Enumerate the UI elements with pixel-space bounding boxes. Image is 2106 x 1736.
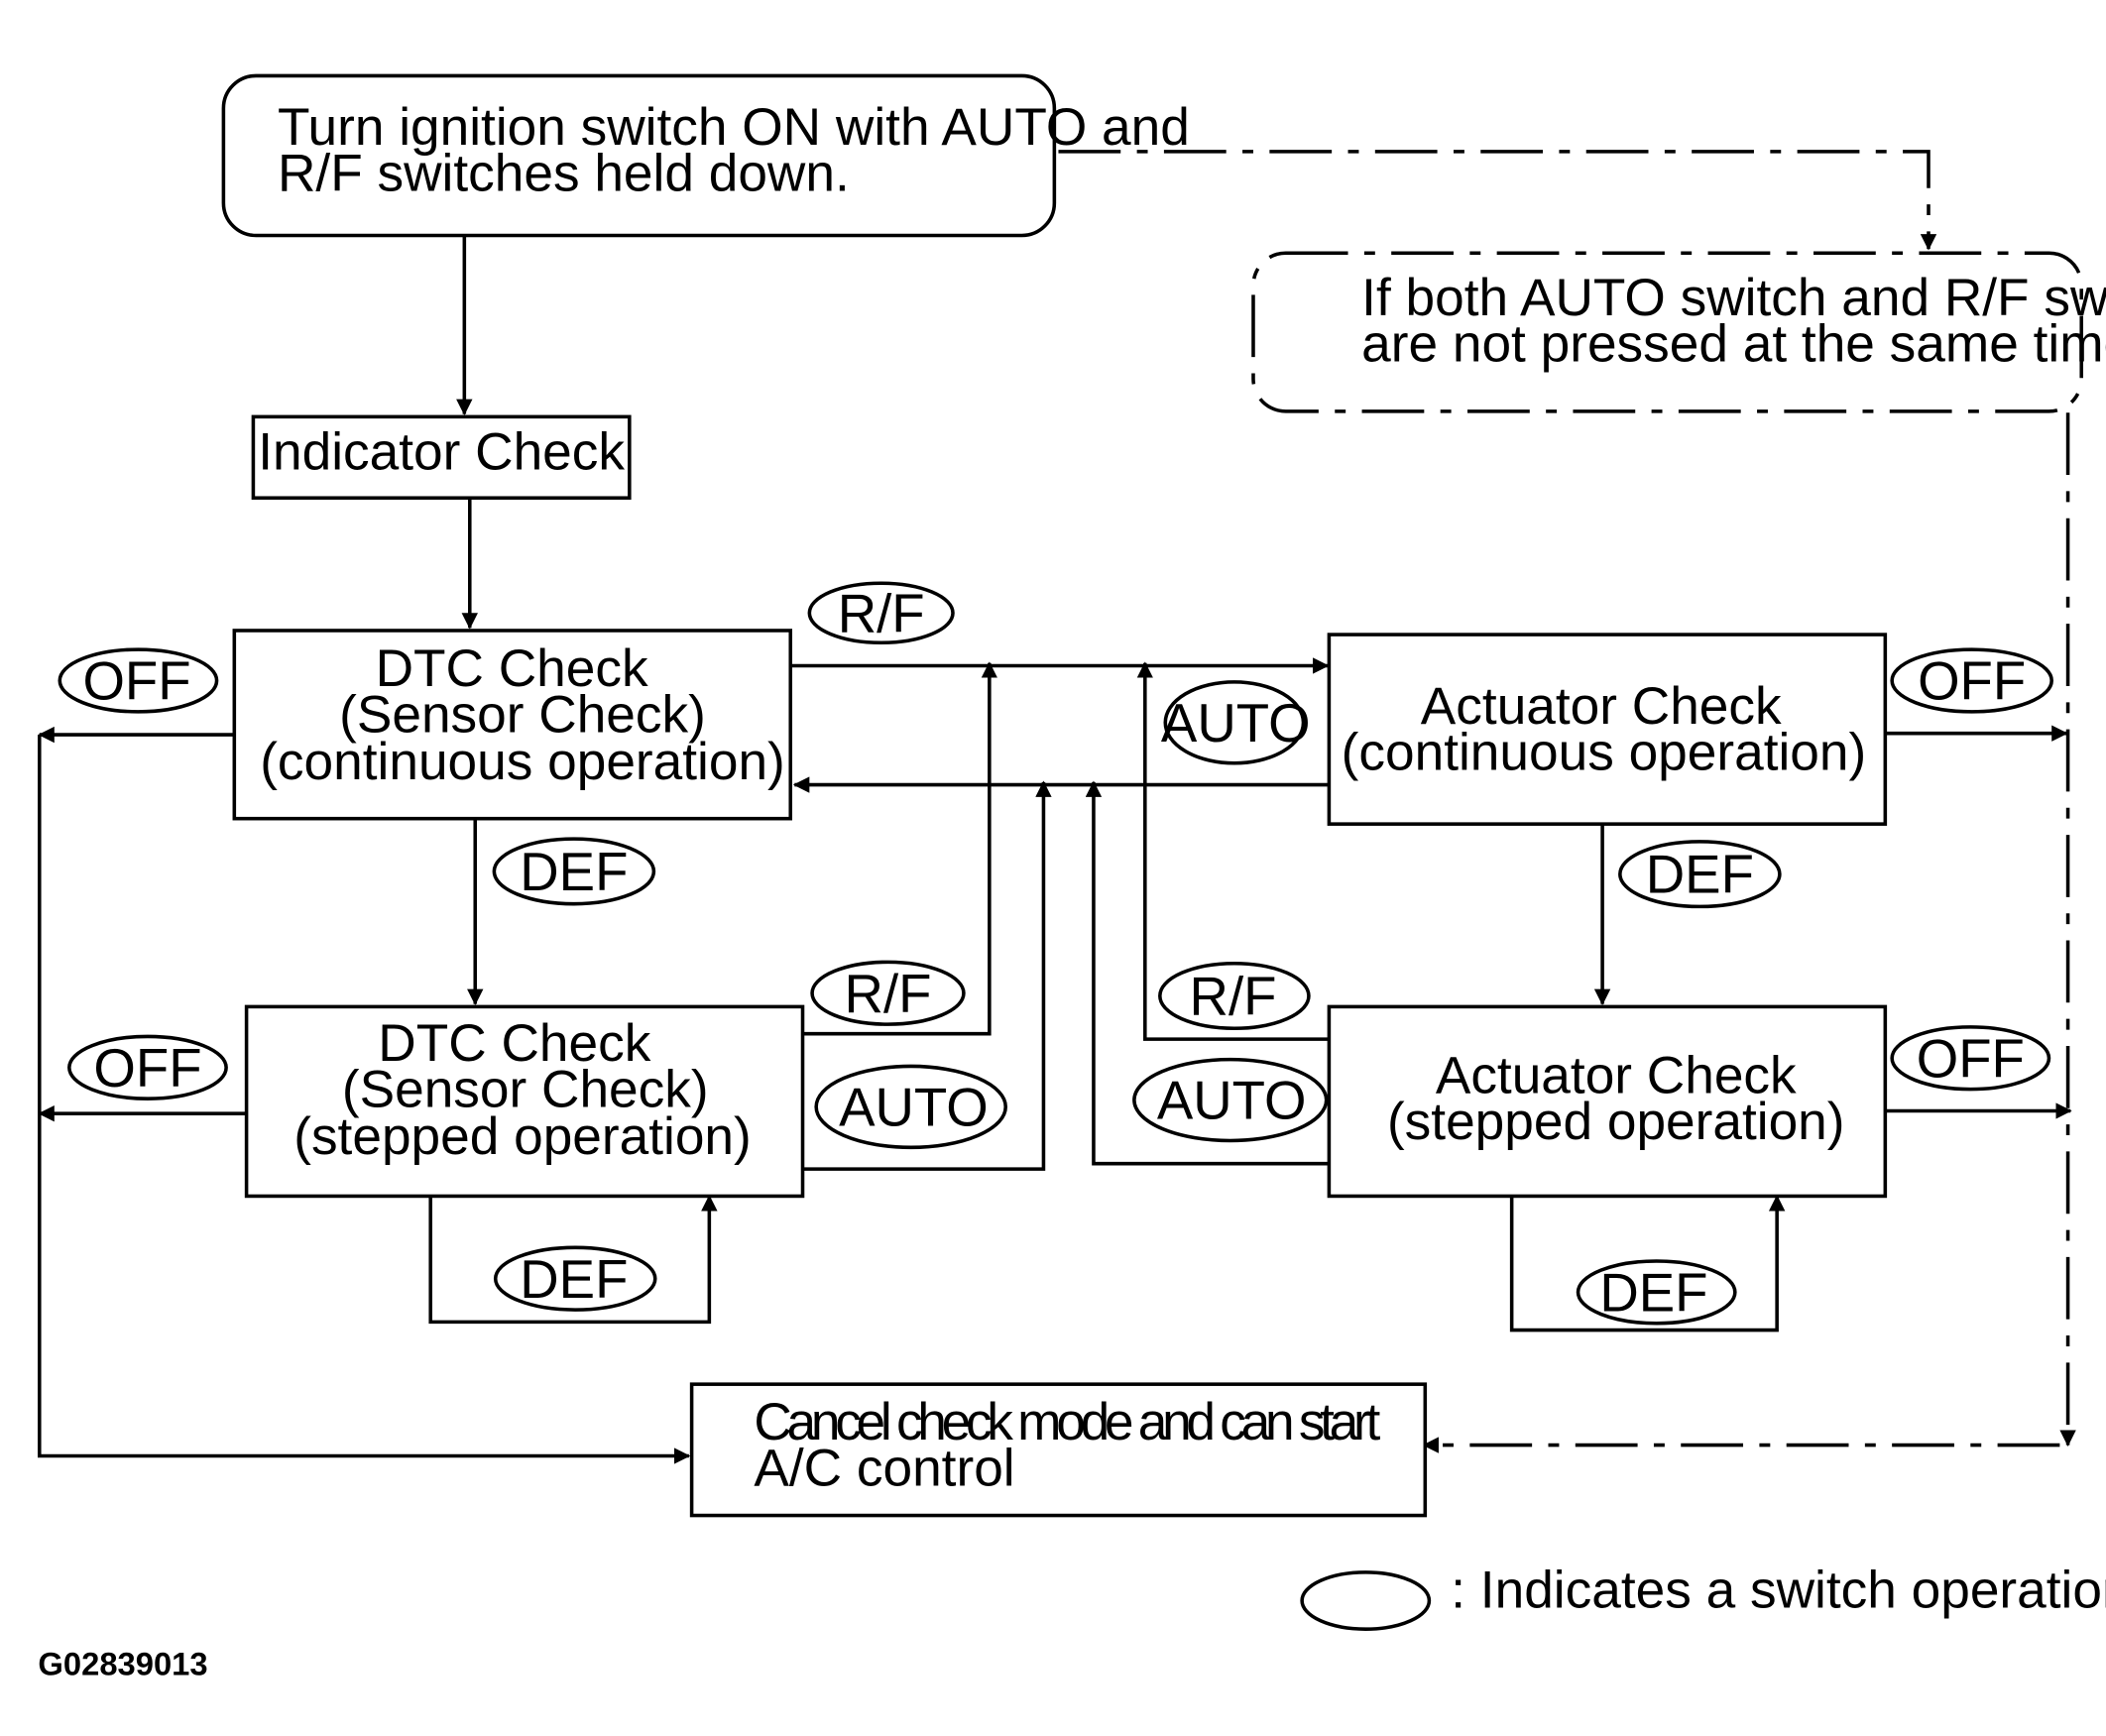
switch-auto-actuator-stepped: AUTO bbox=[1132, 1057, 1329, 1143]
actuator-continuous-line-1: Actuator Check bbox=[1421, 677, 1782, 736]
svg-text:AUTO: AUTO bbox=[839, 1077, 989, 1137]
arrow-left-to-cancel bbox=[38, 735, 691, 1464]
not-pressed-box: If both AUTO switch and R/F switch are n… bbox=[1251, 251, 2106, 413]
cancel-box: Cancel check mode and can start A/C cont… bbox=[689, 1382, 1428, 1518]
start-box-line-1: Turn ignition switch ON with AUTO and bbox=[278, 98, 1190, 157]
arrow-dtc-step-def-loop bbox=[428, 1195, 718, 1325]
legend-oval-icon bbox=[1300, 1570, 1432, 1631]
legend-label: : Indicates a switch operation. bbox=[1451, 1561, 2106, 1619]
svg-text:AUTO: AUTO bbox=[1161, 693, 1311, 753]
svg-text:OFF: OFF bbox=[93, 1038, 201, 1099]
svg-text:OFF: OFF bbox=[1917, 1028, 2025, 1089]
svg-text:OFF: OFF bbox=[1918, 651, 2026, 712]
indicator-check-label: Indicator Check bbox=[258, 423, 625, 482]
switch-def-dtc-stepped: DEF bbox=[493, 1245, 657, 1312]
actuator-stepped-box: Actuator Check (stepped operation) bbox=[1327, 1004, 1888, 1199]
switch-auto-top: AUTO bbox=[1161, 680, 1311, 765]
cancel-line-2: A/C control bbox=[754, 1440, 1014, 1498]
dtc-stepped-line-3: (stepped operation) bbox=[293, 1107, 752, 1166]
svg-text:R/F: R/F bbox=[1190, 967, 1277, 1027]
svg-text:R/F: R/F bbox=[838, 583, 925, 643]
switch-off-dtc-stepped: OFF bbox=[67, 1034, 228, 1100]
svg-text:DEF: DEF bbox=[1599, 1262, 1707, 1323]
switch-off-dtc-continuous: OFF bbox=[58, 647, 219, 714]
arrow-act-step-rf-up bbox=[1136, 661, 1330, 1041]
dtc-stepped-box: DTC Check (Sensor Check) (stepped operat… bbox=[244, 1004, 805, 1199]
dashdot-start-to-not-pressed bbox=[1058, 150, 1937, 251]
arrow-dtc-step-auto-up bbox=[803, 780, 1052, 1171]
indicator-check-box: Indicator Check bbox=[251, 414, 632, 501]
switch-off-actuator-continuous: OFF bbox=[1890, 647, 2053, 714]
legend: : Indicates a switch operation. bbox=[1300, 1561, 2106, 1631]
switch-rf-actuator-stepped: R/F bbox=[1158, 961, 1311, 1030]
connectors bbox=[38, 150, 2076, 1464]
switch-rf-dtc-stepped: R/F bbox=[810, 960, 966, 1026]
switch-rf-top: R/F bbox=[807, 581, 955, 645]
figure-id: G02839013 bbox=[38, 1646, 207, 1682]
cancel-line-1: Cancel check mode and can start bbox=[754, 1393, 1380, 1451]
actuator-continuous-box: Actuator Check (continuous operation) bbox=[1327, 633, 1888, 826]
svg-text:DEF: DEF bbox=[1646, 845, 1754, 905]
dtc-continuous-box: DTC Check (Sensor Check) (continuous ope… bbox=[232, 629, 793, 821]
svg-text:OFF: OFF bbox=[82, 651, 190, 712]
actuator-stepped-line-2: (stepped operation) bbox=[1387, 1093, 1845, 1151]
actuator-continuous-line-2: (continuous operation) bbox=[1342, 724, 1867, 782]
switch-def-dtc: DEF bbox=[492, 837, 656, 906]
dtc-stepped-line-2: (Sensor Check) bbox=[342, 1060, 709, 1118]
arrow-act-step-auto-up bbox=[1085, 780, 1330, 1166]
start-box: Turn ignition switch ON with AUTO and R/… bbox=[221, 73, 1190, 238]
arrow-act-step-def-loop bbox=[1509, 1195, 1786, 1332]
start-box-line-2: R/F switches held down. bbox=[278, 144, 850, 202]
not-pressed-line-1: If both AUTO switch and R/F switch bbox=[1361, 269, 2106, 327]
svg-text:AUTO: AUTO bbox=[1157, 1071, 1307, 1131]
switch-def-actuator-stepped: DEF bbox=[1576, 1259, 1737, 1326]
dtc-continuous-line-1: DTC Check bbox=[376, 639, 648, 698]
actuator-stepped-line-1: Actuator Check bbox=[1436, 1047, 1797, 1105]
switch-auto-dtc-stepped: AUTO bbox=[814, 1064, 1008, 1150]
svg-text:DEF: DEF bbox=[520, 1249, 628, 1310]
not-pressed-line-2: are not pressed at the same time. bbox=[1361, 314, 2106, 373]
dtc-continuous-line-3: (continuous operation) bbox=[260, 733, 785, 791]
svg-text:R/F: R/F bbox=[845, 964, 932, 1024]
svg-text:DEF: DEF bbox=[520, 842, 628, 902]
switch-off-actuator-stepped: OFF bbox=[1890, 1025, 2051, 1092]
dtc-continuous-line-2: (Sensor Check) bbox=[339, 685, 706, 744]
dtc-stepped-line-1: DTC Check bbox=[378, 1014, 650, 1073]
arrow-dtc-step-rf-up bbox=[803, 661, 998, 1036]
switch-def-actuator: DEF bbox=[1618, 840, 1782, 909]
